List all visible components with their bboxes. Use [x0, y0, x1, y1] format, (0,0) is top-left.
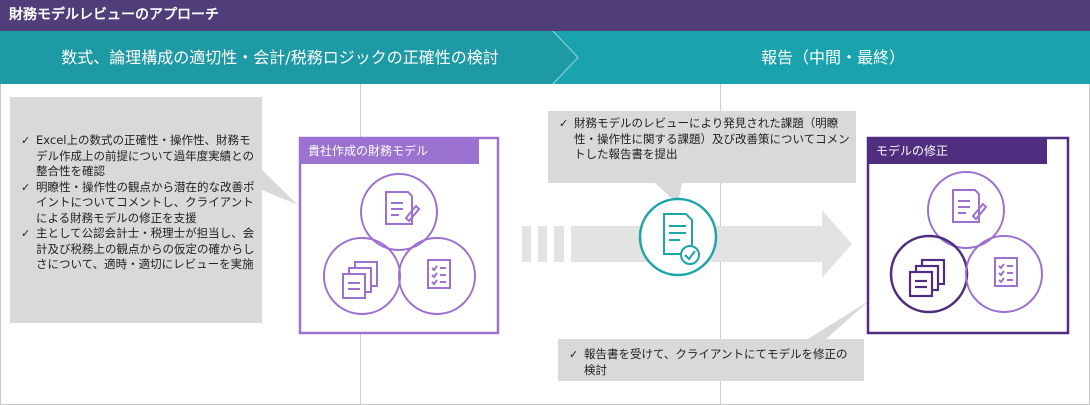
checklist-icon [427, 259, 451, 289]
phase-chevron-report [552, 31, 1090, 84]
phase-chevron-review [0, 31, 578, 84]
revision-note: 報告書を受けて、クライアントにてモデルを修正の検討 [566, 347, 858, 378]
phase-band [0, 31, 1090, 84]
revised-model-venn [889, 171, 1043, 314]
stacked-documents-icon [342, 261, 378, 299]
phase-report-label: 報告（中間・最終） [760, 48, 905, 67]
review-note-item: 明瞭性・操作性の観点から潜在的な改善ポイントについてコメントし、クライアントによ… [18, 180, 258, 227]
review-notes: Excel上の数式の正確性・操作性、財務モデル作成上の前提について過年度実績との… [18, 133, 258, 273]
client-model-venn [323, 173, 476, 315]
revised-model-box [866, 136, 1070, 335]
phase-review-label: 数式、論理構成の適切性・会計/税務ロジックの正確性の検討 [61, 48, 499, 67]
document-pen-icon [952, 189, 988, 223]
phase-divider [552, 31, 579, 84]
report-note: 財務モデルのレビューにより発見された課題（明瞭性・操作性に関する課題）及び改善策… [556, 116, 852, 163]
client-model-label: 貴社作成の財務モデル [308, 144, 429, 158]
revision-note-item: 報告書を受けて、クライアントにてモデルを修正の検討 [566, 347, 858, 378]
report-note-item: 財務モデルのレビューにより発見された課題（明瞭性・操作性に関する課題）及び改善策… [556, 116, 852, 163]
report-check-icon [638, 197, 718, 277]
client-model-box [298, 136, 500, 335]
page-title: 財務モデルレビューのアプローチ [0, 0, 1090, 31]
review-note-item: Excel上の数式の正確性・操作性、財務モデル作成上の前提について過年度実績との… [18, 133, 258, 180]
checklist-icon [994, 257, 1018, 287]
review-note-item: 主として公認会計士・税理士が担当し、会計及び税務上の観点からの仮定の確からしさに… [18, 226, 258, 273]
revised-model-label: モデルの修正 [876, 144, 949, 158]
stacked-documents-icon [908, 258, 946, 298]
document-pen-icon [385, 191, 421, 225]
